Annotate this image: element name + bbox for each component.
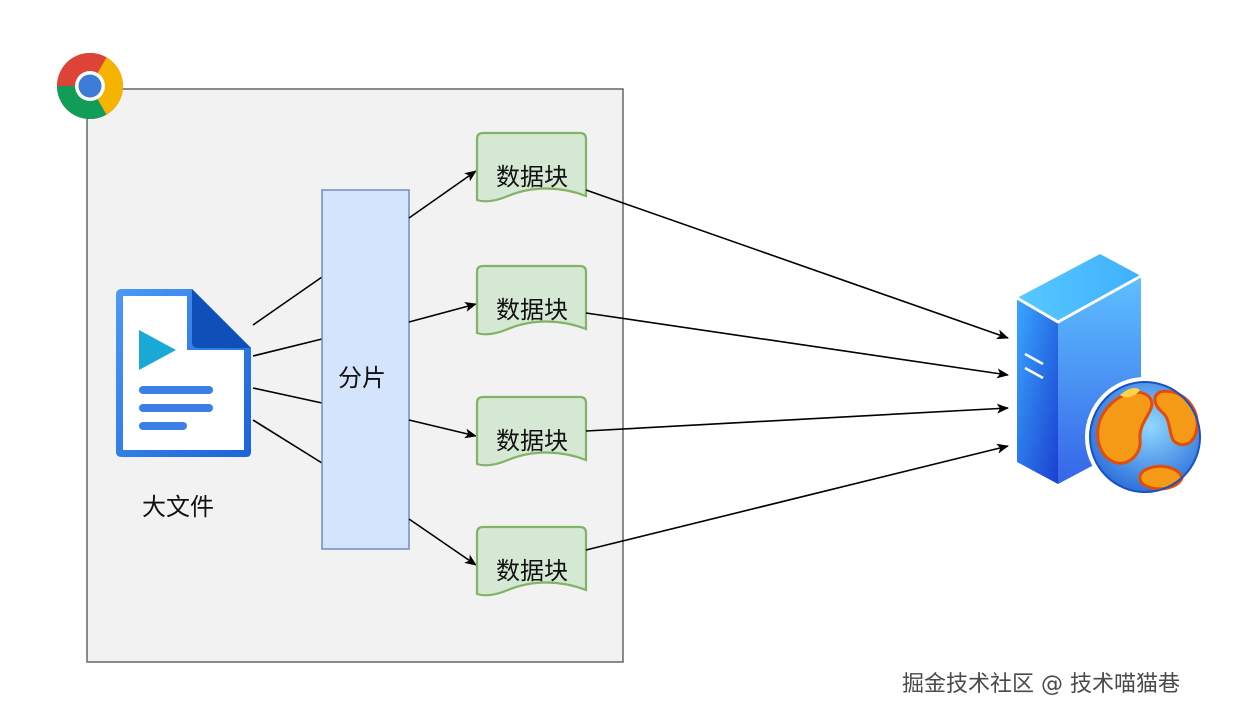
chunk-label-1: 数据块 bbox=[496, 163, 568, 191]
video-file-icon bbox=[116, 289, 251, 457]
chunk-shape-2 bbox=[475, 264, 588, 336]
file-slicer-line-1 bbox=[252, 276, 323, 326]
chunk-label-3: 数据块 bbox=[496, 427, 568, 455]
file-slicer-line-4 bbox=[252, 419, 323, 464]
chunk-shapes bbox=[475, 131, 588, 597]
slicer-label: 分片 bbox=[338, 364, 386, 392]
file-slicer-line-2 bbox=[252, 338, 323, 357]
slicer-chunk-arrow-1 bbox=[408, 170, 477, 219]
file-label: 大文件 bbox=[142, 493, 214, 521]
chunk-to-server-arrows bbox=[585, 189, 1009, 551]
chunk-label-4: 数据块 bbox=[496, 557, 568, 585]
chunk-shape-1 bbox=[475, 131, 588, 203]
chunk-server-arrow-4 bbox=[585, 443, 1009, 551]
slicer-chunk-arrow-4 bbox=[408, 518, 477, 566]
watermark: 掘金技术社区 @ 技术喵猫巷 bbox=[902, 672, 1180, 697]
chunk-label-2: 数据块 bbox=[496, 296, 568, 324]
chunk-server-arrow-1 bbox=[585, 189, 1009, 340]
chunk-server-arrow-3 bbox=[585, 403, 1009, 432]
slicer-to-chunk-arrows bbox=[408, 170, 477, 566]
chunk-server-arrow-2 bbox=[585, 312, 1009, 379]
file-slicer-line-3 bbox=[252, 387, 323, 404]
file-to-slicer-lines bbox=[252, 276, 323, 464]
slicer-chunk-arrow-2 bbox=[408, 302, 477, 323]
chrome-icon bbox=[56, 52, 124, 120]
chunk-shape-4 bbox=[475, 525, 588, 597]
slicer-chunk-arrow-3 bbox=[408, 419, 477, 439]
chunk-shape-3 bbox=[475, 395, 588, 467]
slicer-box bbox=[321, 189, 410, 550]
globe-icon bbox=[1085, 377, 1205, 497]
